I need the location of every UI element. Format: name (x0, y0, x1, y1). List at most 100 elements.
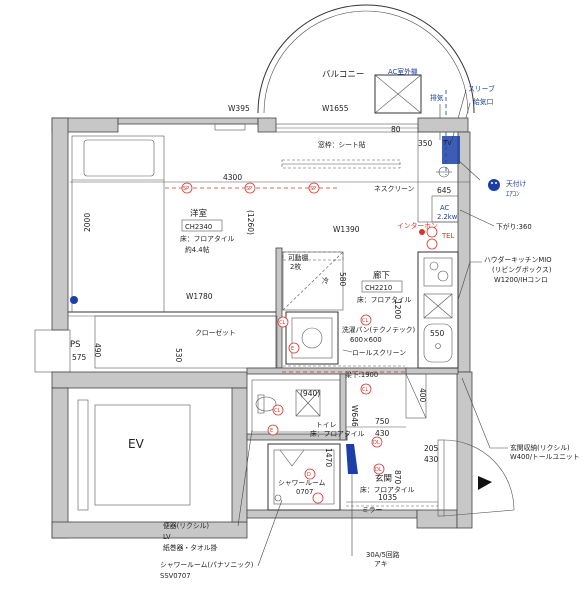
dim-w1780: W1780 (186, 292, 213, 301)
shower-code: 0707 (296, 488, 313, 496)
tv-tag: TV (442, 139, 452, 147)
interphone-icon (426, 226, 438, 238)
dim-490: 490 (93, 343, 102, 358)
dim-575: 575 (72, 353, 87, 362)
hallway-name: 廊下 (373, 270, 391, 281)
washer-size: 600×600 (350, 336, 382, 344)
dim-1035: 1035 (378, 493, 397, 502)
toilet-room: (940) トイレ 床：フロアタイル (251, 379, 365, 438)
cl-4: CL (274, 408, 280, 414)
shoe-storage-sub: W400/トールユニット (510, 453, 580, 461)
shower-room-label: シャワールーム(パナソニック) (160, 561, 254, 569)
spotlights: SP SP SP (181, 182, 320, 194)
toilet-paper-label: 紙巻器・タオル掛 (163, 543, 218, 552)
shower-model-label: SSV0707 (160, 572, 191, 580)
breaker-label: 30A/5回路 (366, 550, 400, 559)
fridge-label: 冷 (322, 276, 329, 285)
ac-outdoor-label: AC室外機 (388, 67, 418, 76)
cl-2: CL (362, 318, 368, 324)
hallway-code: CH2210 (365, 284, 392, 292)
shower-name: シャワールーム (278, 479, 326, 487)
dim-80: 80 (391, 125, 401, 134)
sagari-label: 下がり:360 (496, 222, 532, 231)
ceiling-ac-icon: 天付け ｴｱｺﾝ (457, 159, 527, 198)
dim-580: 580 (338, 272, 347, 287)
dim-550: 550 (430, 329, 445, 338)
supply-vent-label: 給気口 (473, 97, 493, 106)
dim-940: (940) (300, 389, 320, 398)
d-1: D (307, 472, 311, 478)
cl-3: CL (362, 387, 368, 393)
dim-870: 870 (393, 470, 402, 485)
balcony-label: バルコニー (322, 70, 364, 80)
dim-w646: W646 (350, 405, 359, 427)
entrance-floor: 床：フロアタイル (360, 485, 415, 494)
entrance-door (437, 439, 515, 517)
kitchen-unit: 550 (417, 251, 459, 369)
dim-1200: 1200 (393, 300, 402, 319)
shower-room: シャワールーム 0707 1470 (267, 443, 341, 511)
sp-1: SP (183, 186, 189, 192)
toilet-lixil-label: 便器(リクシル) (163, 521, 209, 530)
youshitsu-name: 洋室 (190, 208, 208, 219)
balcony: バルコニー (257, 4, 475, 114)
interphone-label: インターホン (397, 221, 438, 230)
entrance-name: 玄関 (375, 473, 392, 484)
dim-4300: 4300 (223, 173, 242, 182)
kitchen-sub: (リビングボックス) (492, 265, 552, 274)
closet-label: クローゼット (195, 328, 236, 337)
toilet-name: トイレ (316, 421, 337, 429)
ev-label: EV (128, 437, 145, 451)
dim-430-b: 430 (424, 455, 439, 464)
sleeve-label: スリーブ (468, 84, 495, 93)
cl-1: CL (279, 320, 285, 326)
dim-400: 400 (418, 388, 427, 403)
outlet-icon (70, 296, 78, 304)
youshitsu-room (68, 135, 401, 369)
dim-645: 645 (437, 186, 452, 195)
dim-w395: W395 (228, 104, 250, 113)
sp-2: SP (246, 186, 252, 192)
roll-screen-label: ロールスクリーン (352, 349, 406, 357)
walls (34, 117, 473, 539)
dim-750: 750 (375, 417, 390, 426)
upper-right-fixtures: 350 TV 645 AC 2.2kw (417, 131, 460, 223)
washer-pan-label: 洗濯パン(テクノテック) (342, 325, 416, 334)
youshitsu-code: CH2340 (185, 223, 212, 231)
ac-outdoor-unit: AC室外機 (374, 67, 422, 114)
shoe-storage-label: 玄関収納(リクシル) (510, 443, 570, 452)
exhaust-label: 排気 (430, 93, 444, 102)
mirror-label: ミラー (362, 506, 383, 514)
dim-350: 350 (418, 139, 433, 148)
tel-icon (426, 238, 438, 250)
dim-2000: 2000 (83, 213, 92, 232)
dl-2: DL (375, 467, 382, 473)
electrical-symbols: CL CL CL CL E E DL DL D (267, 229, 425, 480)
shelf-count: 2枚 (290, 262, 301, 271)
ps-label: PS (70, 340, 81, 350)
ac-label: AC (440, 204, 450, 212)
toilet-lv-label: LV (163, 533, 171, 541)
dim-1260: (1260) (246, 210, 255, 235)
breaker-sub: アキ (374, 560, 388, 568)
hallway-floor: 床：フロアタイル (357, 295, 412, 304)
ev-shaft: EV (77, 399, 191, 511)
ceiling-ac-sub: ｴｱｺﾝ (506, 190, 520, 198)
dim-w1655: W1655 (322, 104, 349, 113)
window-sheet-label: 窓枠：シート貼 (318, 140, 366, 149)
tension-screen-label: ネスクリーン (374, 185, 415, 193)
hallway-area: 可動棚 2枚 冷 洗濯パン(テクノテック) 600×600 ロールスクリーン (282, 251, 416, 367)
dim-1470: 1470 (324, 448, 333, 467)
beam-label: 梁下:1900 (345, 370, 378, 379)
sp-3: SP (310, 186, 316, 192)
dl-1: DL (373, 440, 380, 446)
youshitsu-size: 約4.4帖 (185, 245, 210, 254)
kitchen-label: ハウダーキッチンMIO (484, 255, 552, 264)
e-1: E (291, 346, 294, 352)
toilet-floor: 床：フロアタイル (310, 429, 365, 438)
kitchen-size: W1200/IHコンロ (494, 276, 548, 284)
ceiling-ac-label: 天付け (506, 179, 527, 188)
dim-w1390: W1390 (333, 225, 360, 234)
dim-530: 530 (174, 348, 183, 363)
